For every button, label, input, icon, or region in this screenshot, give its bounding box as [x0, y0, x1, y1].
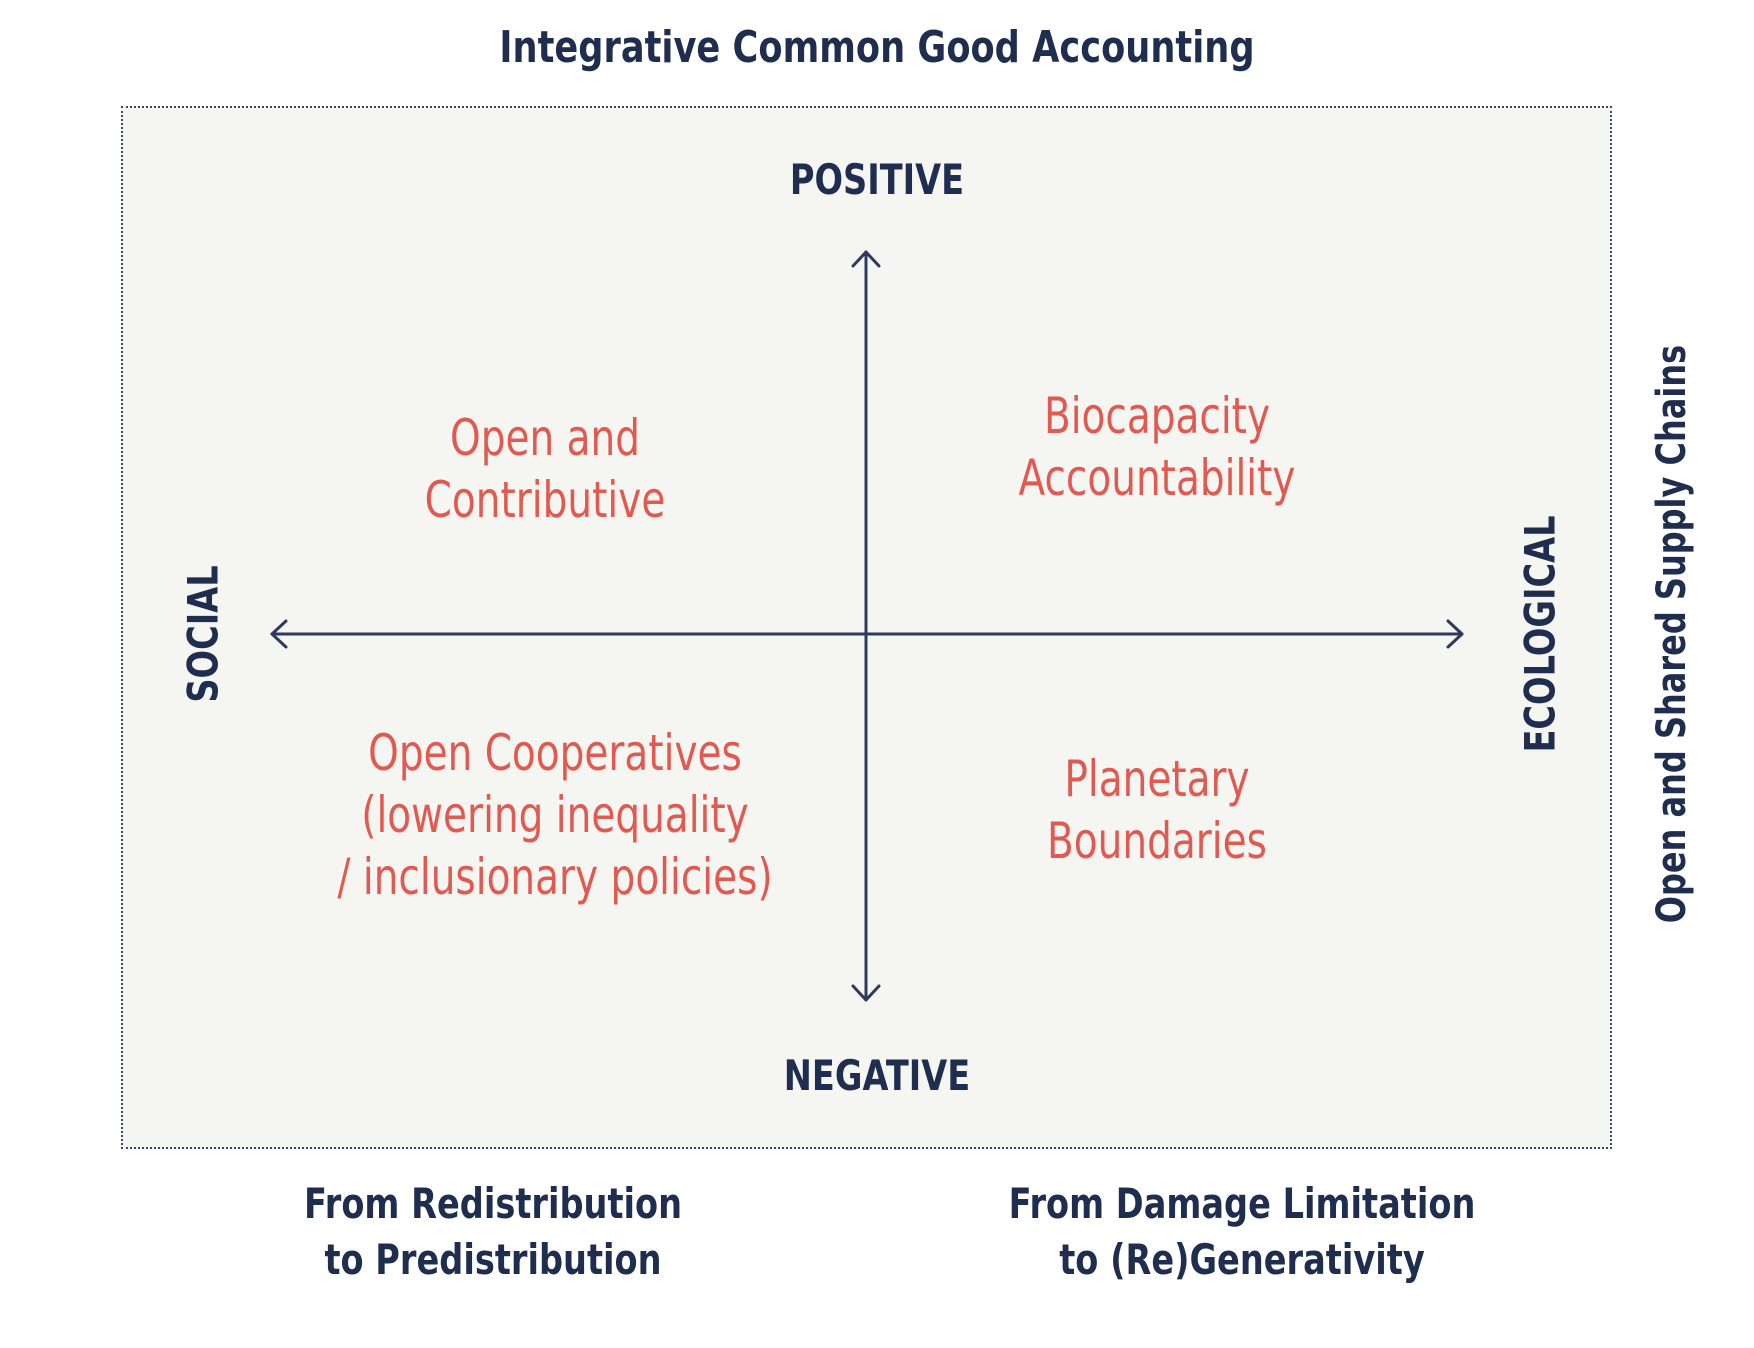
side-label-supply-chains: Open and Shared Supply Chains	[1649, 344, 1695, 924]
arrow-left-icon	[270, 619, 288, 649]
quadrant-top-right: Biocapacity Accountability	[962, 385, 1352, 509]
quadrant-subtext: (lowering inequality	[361, 786, 749, 844]
quadrant-text: Boundaries	[1047, 812, 1267, 870]
caption-line: From Damage Limitation	[1008, 1179, 1476, 1228]
axis-label-negative: NEGATIVE	[783, 1051, 971, 1100]
axis-label-social: SOCIAL	[178, 565, 228, 703]
quadrant-text: Open Cooperatives	[368, 724, 742, 782]
caption-line: From Redistribution	[303, 1179, 683, 1228]
caption-line: to (Re)Generativity	[1059, 1235, 1425, 1284]
axis-label-ecological: ECOLOGICAL	[1515, 515, 1565, 753]
quadrant-text: Open and	[450, 409, 640, 467]
caption-redistribution: From Redistribution to Predistribution	[293, 1176, 693, 1288]
quadrant-text: Accountability	[1018, 449, 1296, 507]
caption-line: to Predistribution	[324, 1235, 662, 1284]
arrow-up-icon	[851, 250, 881, 268]
quadrant-text: Planetary	[1064, 750, 1250, 808]
quadrant-bottom-left: Open Cooperatives (lowering inequality /…	[321, 722, 789, 908]
quadrant-top-left: Open and Contributive	[389, 407, 701, 531]
quadrant-subtext: / inclusionary policies)	[337, 848, 773, 906]
diagram-title: Integrative Common Good Accounting	[499, 22, 1255, 73]
caption-regenerativity: From Damage Limitation to (Re)Generativi…	[1002, 1176, 1482, 1288]
axis-label-positive: POSITIVE	[789, 155, 965, 204]
quadrant-bottom-right: Planetary Boundaries	[1001, 748, 1313, 872]
arrow-right-icon	[1446, 619, 1464, 649]
arrow-down-icon	[851, 984, 881, 1002]
quadrant-text: Biocapacity	[1043, 387, 1271, 445]
quadrant-text: Contributive	[424, 471, 666, 529]
